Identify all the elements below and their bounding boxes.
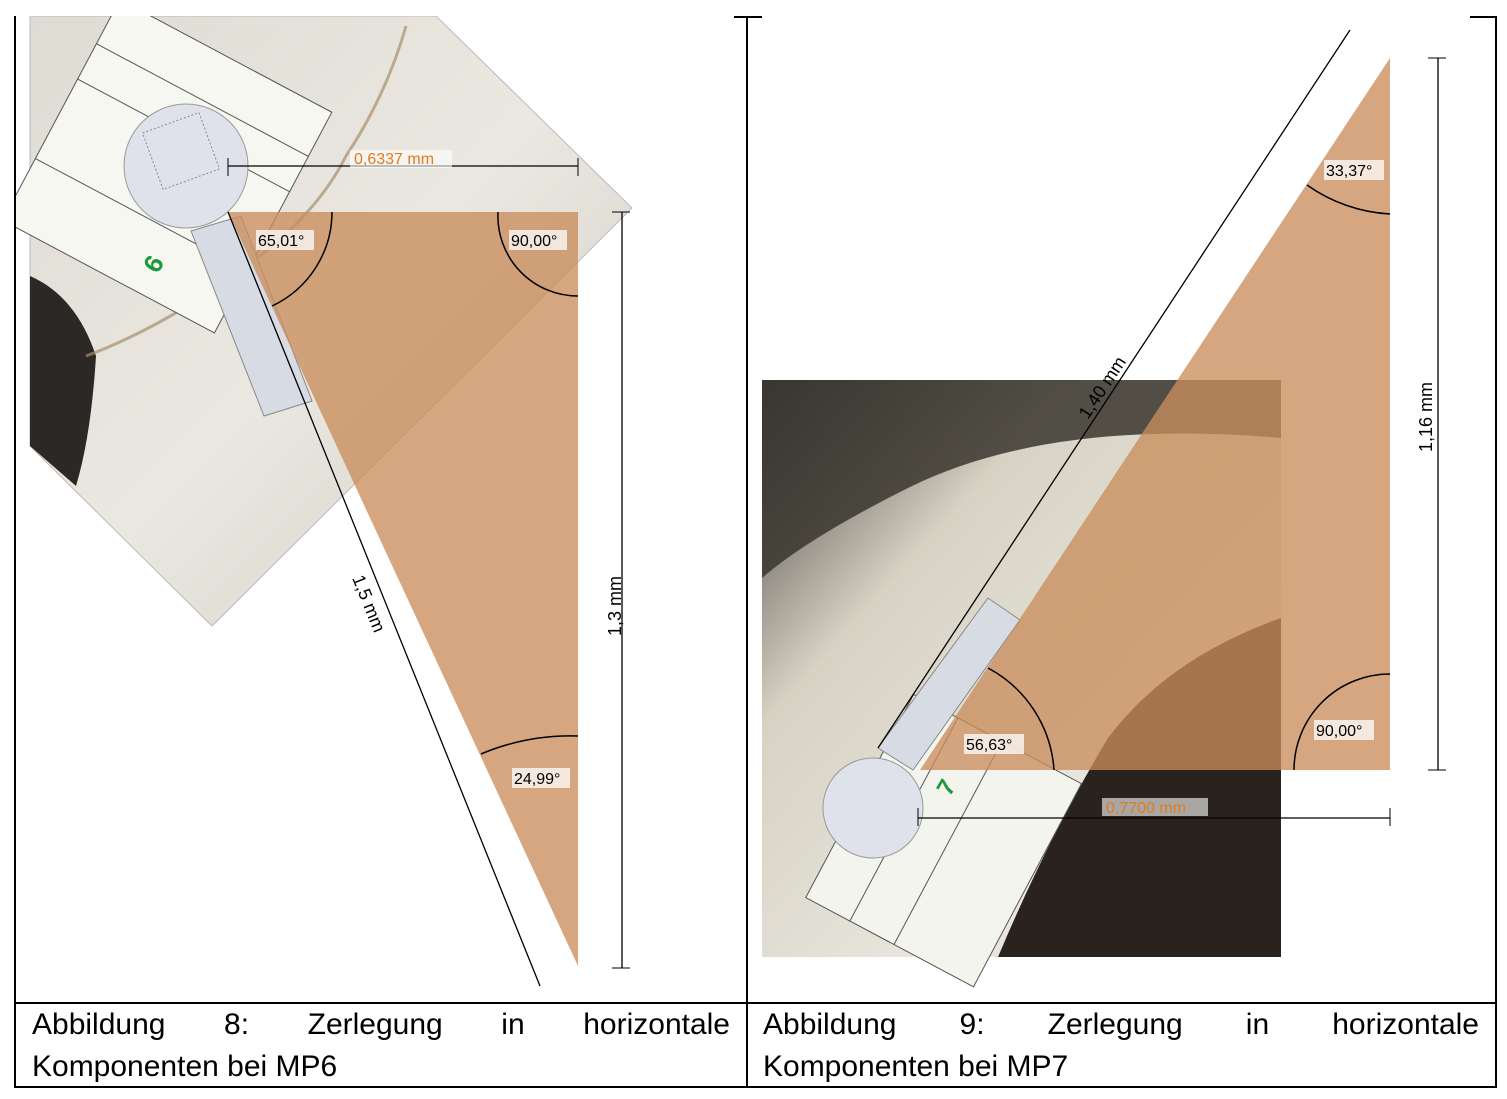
table-border-middle (746, 16, 748, 1088)
dim-bottom-label: 0,7700 mm (1106, 800, 1186, 817)
angle-a1: 33,37° (1326, 163, 1372, 180)
angle-a2-bg (964, 734, 1024, 754)
caption-figure-8-line1: Abbildung 8: Zerlegung in horizontale (32, 1008, 730, 1041)
table-row-divider (14, 1002, 1497, 1004)
angle-a3-bg (512, 768, 570, 788)
dim-top-label: 0,6337 mm (354, 151, 434, 168)
dim-vert-label: 1,16 mm (1416, 382, 1436, 452)
caption-figure-8: Abbildung 8: Zerlegung in horizontale Ko… (32, 1004, 730, 1088)
caption-figure-9-line2: Komponenten bei MP7 (763, 1050, 1069, 1083)
gauge-dial (822, 757, 924, 859)
figure-mp6: 6 0,6337 mm 1,3 mm 1,5 mm 65,01° 90,00° … (16, 16, 746, 1002)
figure-mp7-drawing: 7 1,40 mm 1,16 mm 0,7700 mm 33,37° 56,63… (762, 29, 1446, 988)
angle-arc-a3 (480, 735, 579, 755)
table-border-right (1495, 16, 1497, 1088)
angle-arc-a1 (271, 211, 333, 307)
decomposition-triangle (920, 58, 1390, 770)
decomposition-triangle (228, 212, 578, 966)
dim-hyp-label: 1,5 mm (348, 572, 389, 635)
dim-hyp-line (227, 211, 541, 987)
figure-mp7: 7 1,40 mm 1,16 mm 0,7700 mm 33,37° 56,63… (748, 18, 1495, 1002)
angle-a1-bg (1324, 160, 1384, 180)
caption-figure-8-line2: Komponenten bei MP6 (32, 1050, 338, 1083)
angle-a2-bg (509, 230, 567, 250)
dim-top-bg (350, 150, 452, 168)
angle-a1-bg (256, 230, 314, 250)
dim-vert-label: 1,3 mm (605, 576, 625, 636)
table-border-top-right-b (1470, 16, 1497, 18)
angle-arc-a2 (497, 211, 579, 297)
angle-a3: 90,00° (1316, 723, 1362, 740)
angle-a1: 65,01° (258, 233, 304, 250)
gauge-grid (141, 111, 221, 191)
dim-bottom-bg (1102, 798, 1208, 816)
angle-a2: 90,00° (511, 233, 557, 250)
angle-a3-bg (1314, 720, 1374, 740)
caption-figure-9-line1: Abbildung 9: Zerlegung in horizontale (763, 1008, 1479, 1041)
angle-arc-a3 (1293, 673, 1391, 771)
gauge-strip (190, 215, 313, 417)
table-border-bottom (14, 1086, 1497, 1088)
figure-mp6-drawing: 6 0,6337 mm 1,3 mm 1,5 mm 65,01° 90,00° … (16, 16, 633, 987)
table-border-top-right (734, 16, 762, 18)
angle-a3: 24,99° (514, 771, 560, 788)
angle-arc-a1 (1306, 184, 1391, 215)
caption-figure-9: Abbildung 9: Zerlegung in horizontale Ko… (763, 1004, 1479, 1088)
table-border-left (14, 16, 16, 1088)
angle-a2: 56,63° (966, 737, 1012, 754)
angle-arc-a2 (987, 667, 1055, 771)
photo-dark-area (30, 276, 96, 486)
dim-hyp-line (877, 29, 1351, 749)
